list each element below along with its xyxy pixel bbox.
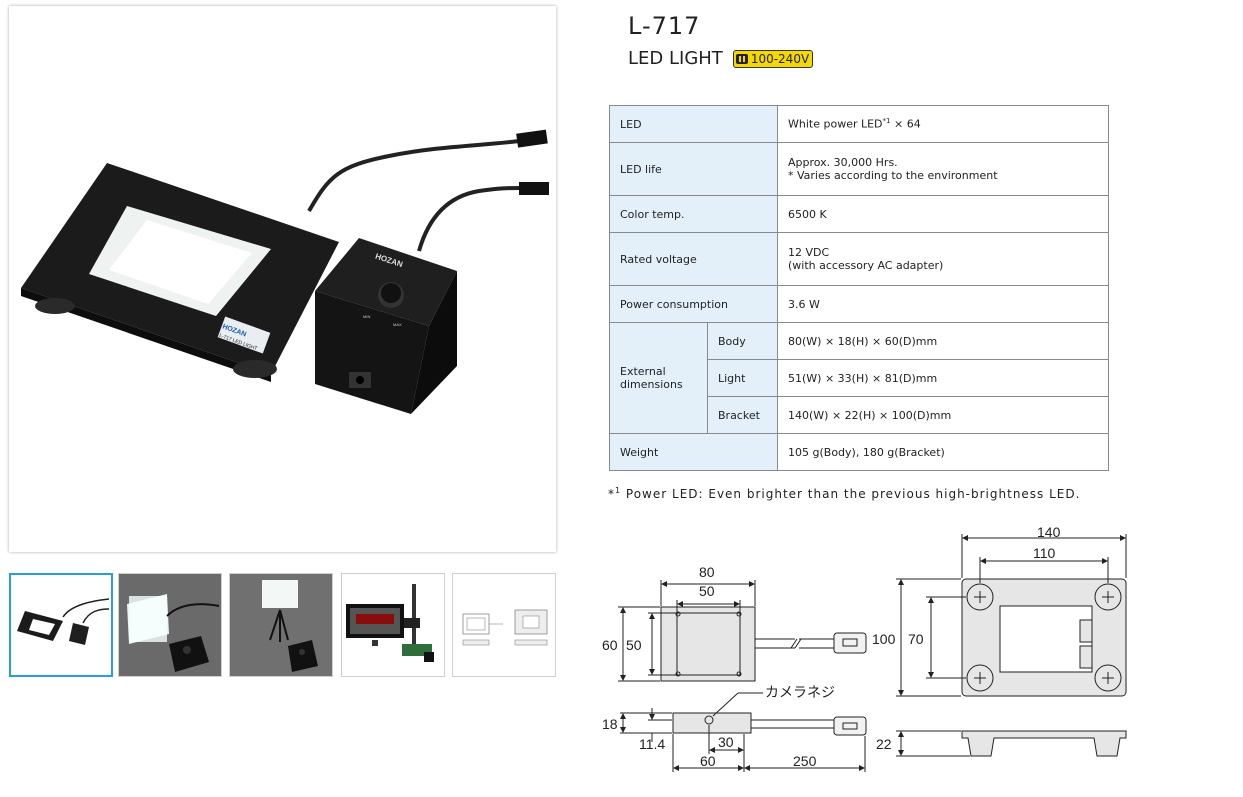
dim-110: 110 <box>1033 545 1056 561</box>
spec-label: LED <box>609 105 778 143</box>
spec-value: White power LED*1 × 64 <box>777 105 1109 143</box>
dim-250: 250 <box>793 753 817 769</box>
spec-row-weight: Weight 105 g(Body), 180 g(Bracket) <box>609 433 1109 471</box>
spec-row-power: Power consumption 3.6 W <box>609 285 1109 323</box>
spec-label: Weight <box>609 433 778 471</box>
spec-label: Rated voltage <box>609 232 778 286</box>
spec-row-bracket: Bracket 140(W) × 22(H) × 100(D)mm <box>610 396 1109 434</box>
spec-row-color: Color temp. 6500 K <box>609 195 1109 233</box>
spec-value: 105 g(Body), 180 g(Bracket) <box>777 433 1109 471</box>
dim-50: 50 <box>699 583 715 599</box>
spec-label: LED life <box>609 142 778 196</box>
camera-screw-label: カメラネジ <box>765 684 835 700</box>
thumbnail-4[interactable] <box>341 573 445 677</box>
spec-row-life: LED life Approx. 30,000 Hrs.* Varies acc… <box>609 142 1109 196</box>
spec-row-voltage: Rated voltage 12 VDC(with accessory AC a… <box>609 232 1109 286</box>
spec-value: 6500 K <box>777 195 1109 233</box>
spec-sublabel: Light <box>707 359 778 397</box>
dim-140: 140 <box>1037 524 1061 540</box>
spec-value: 80(W) × 18(H) × 60(D)mm <box>777 322 1109 360</box>
dim-11-4: 11.4 <box>639 736 665 752</box>
dim-18: 18 <box>602 716 618 732</box>
spec-value: 140(W) × 22(H) × 100(D)mm <box>777 396 1109 434</box>
product-name: LED LIGHT <box>628 48 723 69</box>
thumbnail-2[interactable] <box>118 573 222 677</box>
spec-label: Power consumption <box>609 285 778 323</box>
dim-22: 22 <box>876 736 892 752</box>
dim-100: 100 <box>872 631 896 647</box>
product-model: L-717 <box>628 12 701 40</box>
thumbnail-5[interactable] <box>452 573 556 677</box>
dim-70: 70 <box>908 631 924 647</box>
spec-value: 51(W) × 33(H) × 81(D)mm <box>777 359 1109 397</box>
dimension-drawing: 80 50 60 50 140 110 100 70 カメラネジ 18 11.4… <box>602 524 1127 772</box>
spec-value: 3.6 W <box>777 285 1109 323</box>
spec-sublabel: Body <box>707 322 778 360</box>
plug-icon <box>735 53 748 64</box>
spec-value: Approx. 30,000 Hrs.* Varies according to… <box>777 142 1109 196</box>
main-product-image: HOZAN L-717 LED LIGHT HOZAN MIN MAX <box>9 6 556 552</box>
knob-min-label: MIN <box>363 314 370 319</box>
dim-60-bottom: 60 <box>700 753 716 769</box>
footnote: *1 Power LED: Even brighter than the pre… <box>608 486 1081 501</box>
product-name-row: LED LIGHT 100-240V <box>628 48 814 69</box>
spec-value: 12 VDC(with accessory AC adapter) <box>777 232 1109 286</box>
knob-max-label: MAX <box>393 322 402 327</box>
dim-60: 60 <box>602 637 618 653</box>
dim-30: 30 <box>718 734 734 750</box>
spec-row-led: LED White power LED*1 × 64 <box>609 105 1109 143</box>
voltage-badge-text: 100-240V <box>750 51 810 66</box>
spec-table: LED White power LED*1 × 64 LED life Appr… <box>609 105 1109 471</box>
thumbnail-1[interactable] <box>9 573 113 677</box>
thumbnail-strip <box>9 573 559 679</box>
dim-80: 80 <box>699 564 715 580</box>
voltage-badge: 100-240V <box>732 49 814 68</box>
spec-sublabel: Bracket <box>707 396 778 434</box>
spec-label: Color temp. <box>609 195 778 233</box>
dim-50-vertical: 50 <box>626 637 642 653</box>
spec-row-light: Light 51(W) × 33(H) × 81(D)mm <box>610 359 1109 397</box>
thumbnail-3[interactable] <box>229 573 333 677</box>
